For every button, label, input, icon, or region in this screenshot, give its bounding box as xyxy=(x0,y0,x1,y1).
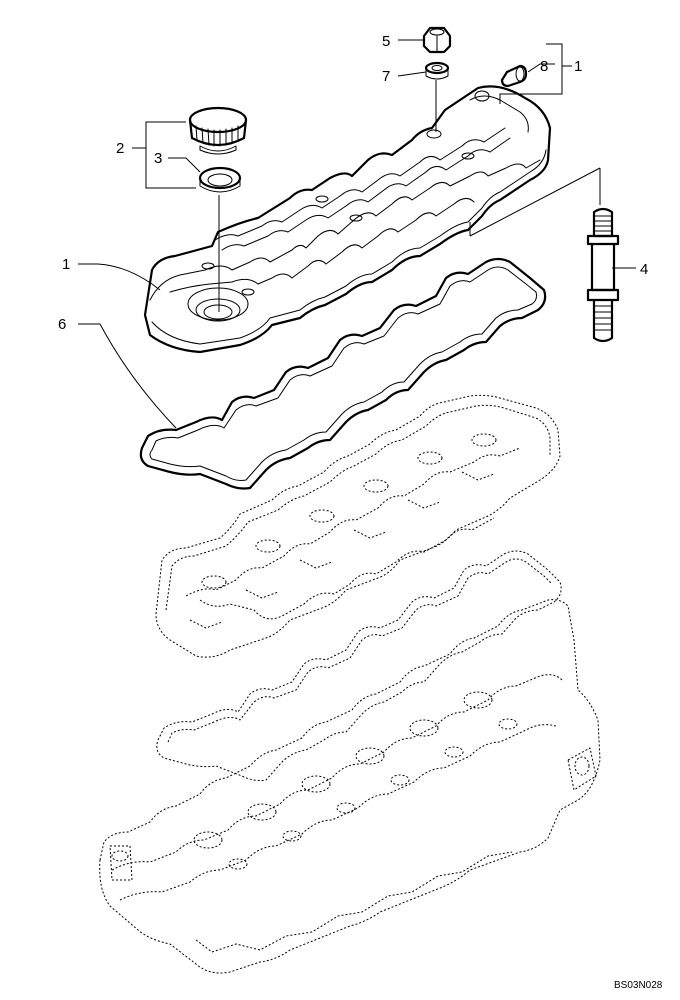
lower-gasket-outline xyxy=(156,550,562,781)
plug xyxy=(500,64,528,88)
cover-nut xyxy=(422,26,452,54)
callout-2: 2 xyxy=(116,140,124,157)
valve-cover-gasket xyxy=(139,257,547,490)
filler-cap-seal xyxy=(198,166,242,193)
callout-1: 1 xyxy=(62,256,70,273)
drawing-reference: BS03N028 xyxy=(614,980,663,991)
callout-1-top: 1 xyxy=(574,58,582,75)
leader-lines xyxy=(78,39,636,429)
rocker-housing-outline xyxy=(155,394,561,658)
callout-5: 5 xyxy=(382,33,390,50)
valve-cover xyxy=(143,85,552,354)
callout-3: 3 xyxy=(154,150,162,167)
callout-4: 4 xyxy=(640,261,648,278)
sealing-washer xyxy=(424,61,450,80)
cylinder-head-outline xyxy=(99,599,601,974)
callout-8: 8 xyxy=(540,58,548,75)
callout-7: 7 xyxy=(382,68,390,85)
stud xyxy=(586,207,620,343)
oil-filler-cap xyxy=(188,106,248,155)
callout-6: 6 xyxy=(58,316,66,333)
stud-guide-line-a xyxy=(469,167,601,237)
